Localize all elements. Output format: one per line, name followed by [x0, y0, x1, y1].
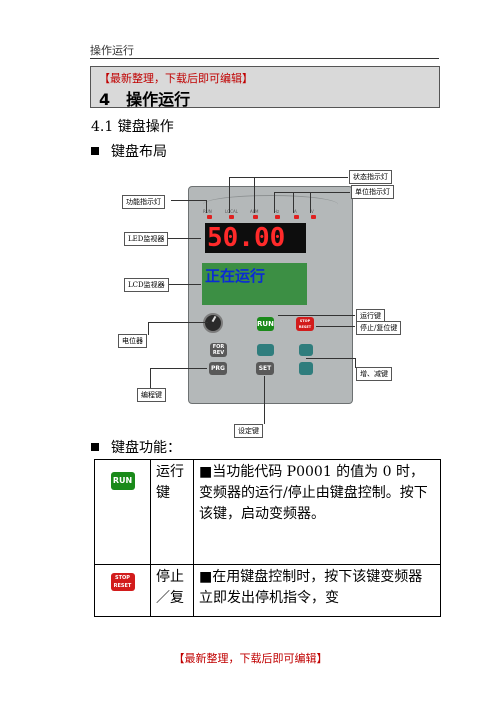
running-header: 操作运行 [90, 44, 134, 57]
key-description-cell: ■在用键盘控制时，按下该键变频器立即发出停机指令，变 [193, 564, 441, 617]
leader-unit-down-1 [274, 192, 275, 213]
led-monitor: 50.00 [205, 223, 306, 253]
table-row: RUN 运行键 ■当功能代码 P0001 的值为 0 时，变频器的运行/停止由键… [94, 459, 441, 565]
set-key[interactable]: SET [256, 362, 274, 375]
indicator-label-v: V [311, 209, 314, 214]
leader-function [171, 200, 206, 201]
key-function-table: RUN 运行键 ■当功能代码 P0001 的值为 0 时，变频器的运行/停止由键… [94, 459, 441, 617]
increase-key[interactable] [299, 344, 313, 356]
panel-arc [203, 195, 338, 214]
led-readout: 50.00 [207, 223, 286, 253]
leader-pot-down [148, 322, 149, 335]
run-key[interactable]: RUN [257, 317, 274, 331]
indicator-label-hz: Hz [274, 209, 280, 214]
chapter-title: 4 操作运行 [99, 90, 191, 109]
leader-led [167, 238, 201, 239]
indicator-led-v [311, 215, 316, 219]
keypad-panel: RUN LOCAL ALM Hz A V 50.00 正在运行 RUN STOP… [188, 186, 353, 404]
leader-pot [148, 322, 208, 323]
section-heading: 4.1 键盘操作 [91, 119, 174, 135]
leader-unit [274, 192, 350, 193]
leader-incdec [306, 358, 355, 359]
leader-stop [316, 326, 355, 327]
leader-unit-down-3 [310, 192, 311, 213]
label-led-monitor: LED监视器 [124, 232, 169, 246]
leader-prg [150, 368, 207, 369]
run-key-icon: RUN [110, 472, 135, 490]
key-icon-cell: RUN [94, 459, 151, 565]
potentiometer-knob[interactable] [203, 313, 223, 333]
bullet-square-icon [91, 147, 99, 155]
label-status-indicator: 状态指示灯 [349, 170, 392, 184]
leader-status-down-2 [254, 177, 255, 213]
prg-key[interactable]: PRG [209, 362, 227, 375]
leader-lcd [167, 284, 201, 285]
key-name-cell: 运行键 [150, 459, 194, 565]
indicator-label-local: LOCAL [225, 209, 238, 214]
label-lcd-monitor: LCD监视器 [124, 278, 169, 292]
label-stop-reset-key: 停止/复位键 [356, 321, 402, 335]
leader-unit-down-2 [293, 192, 294, 213]
indicator-led-a [294, 215, 299, 219]
key-name-cell: 停止／复 [150, 564, 194, 617]
bullet-keyboard-functions: 键盘功能： [91, 437, 181, 457]
label-program-key: 编程键 [137, 388, 166, 402]
top-notice: 【最新整理，下载后即可编辑】 [99, 72, 253, 85]
label-set-key: 设定键 [234, 424, 263, 438]
key-description-cell: ■当功能代码 P0001 的值为 0 时，变频器的运行/停止由键盘控制。按下该键… [193, 459, 441, 565]
bullet-square-icon [91, 443, 99, 451]
leader-status-down [229, 177, 230, 213]
shift-key[interactable] [257, 344, 274, 356]
indicator-label-run: RUN [203, 209, 212, 214]
label-potentiometer: 电位器 [118, 334, 147, 348]
footer-notice: 【最新整理，下载后即可编辑】 [173, 652, 328, 665]
leader-prg-down [150, 368, 151, 388]
bullet-keyboard-layout: 键盘布局 [91, 141, 167, 161]
header-divider [90, 58, 439, 59]
indicator-led-local [229, 215, 234, 219]
leader-set [264, 376, 265, 424]
leader-function-down [206, 200, 207, 213]
leader-incdec-down [355, 358, 356, 368]
lcd-monitor: 正在运行 [202, 263, 307, 305]
label-function-indicator: 功能指示灯 [122, 195, 165, 209]
decrease-key[interactable] [299, 362, 313, 375]
indicator-led-hz [275, 215, 280, 219]
lcd-readout: 正在运行 [205, 267, 266, 285]
leader-run [278, 315, 355, 316]
label-unit-indicator: 单位指示灯 [351, 185, 394, 199]
title-box: 【最新整理，下载后即可编辑】 4 操作运行 [90, 66, 440, 109]
indicator-led-alm [253, 215, 258, 219]
indicator-label-a: A [294, 209, 297, 214]
indicator-led-run [207, 215, 212, 219]
leader-status [229, 177, 348, 178]
label-inc-dec-key: 增、减键 [356, 367, 392, 381]
